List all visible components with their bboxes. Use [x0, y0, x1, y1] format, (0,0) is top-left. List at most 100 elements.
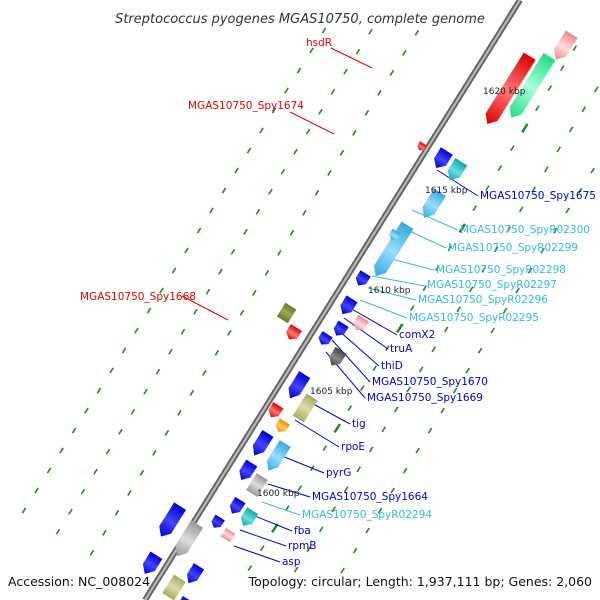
gene-label-spyr02298[interactable]: MGAS10750_SpyR02298: [436, 264, 566, 276]
tick-mark: [360, 385, 365, 392]
leader-line: [289, 111, 335, 135]
gene-spyr02299-b[interactable]: [387, 228, 401, 243]
tick-mark: [46, 467, 52, 474]
tick-mark: [68, 508, 73, 515]
tick-mark: [259, 127, 264, 134]
gene-pyrG[interactable]: [246, 473, 268, 497]
gene-rpoE[interactable]: [263, 440, 291, 474]
gene-label-spyr02300[interactable]: MGAS10750_SpyR02300: [460, 224, 590, 236]
gene-orange[interactable]: [273, 418, 290, 435]
tick-mark: [306, 546, 311, 553]
gene-fba[interactable]: [220, 527, 236, 543]
tick-mark: [143, 388, 148, 395]
gene-comX2[interactable]: [351, 314, 370, 334]
gene-bottom-blue[interactable]: [139, 551, 163, 578]
gene-fba-small[interactable]: [209, 514, 225, 531]
gene-spy1670[interactable]: [326, 346, 347, 369]
gene-spy1668[interactable]: [276, 302, 297, 324]
gene-pyrG-a[interactable]: [236, 459, 258, 484]
gene-asp-b[interactable]: [183, 563, 205, 586]
tick-mark: [458, 223, 467, 234]
tick-mark: [218, 268, 223, 275]
tick-mark: [368, 28, 373, 35]
gene-label-spyr02294[interactable]: MGAS10750_SpyR02294: [302, 509, 432, 521]
gene-label-hsdR[interactable]: hsdR: [306, 37, 332, 49]
leader-line: [261, 501, 301, 516]
gene-hsdR[interactable]: [505, 52, 556, 121]
gene-thiD[interactable]: [316, 331, 333, 348]
tick-mark: [105, 448, 111, 455]
gene-bottom-khaki[interactable]: [162, 574, 186, 600]
tick-mark: [540, 247, 545, 254]
gene-label-spy1670[interactable]: MGAS10750_Spy1670: [372, 376, 488, 388]
gene-tig[interactable]: [249, 430, 274, 459]
gene-tig-khaki[interactable]: [292, 393, 318, 423]
leader-line: [239, 529, 287, 547]
gene-spy1664[interactable]: [227, 496, 246, 517]
tick-mark: [230, 248, 236, 255]
gene-bottom-small[interactable]: [176, 595, 194, 600]
tick-mark: [331, 506, 336, 513]
gene-label-truA[interactable]: truA: [390, 343, 413, 355]
gene-spyr02298[interactable]: [353, 270, 371, 288]
gene-hsdR-adjacent[interactable]: [481, 52, 536, 127]
gene-spy1675-a[interactable]: [430, 147, 453, 171]
gene-label-comX2[interactable]: comX2: [399, 329, 435, 341]
gene-label-rpmB[interactable]: rpmB: [288, 540, 316, 552]
tick-mark: [390, 487, 395, 494]
tick-mark: [356, 466, 361, 473]
tick-mark: [89, 549, 95, 556]
gene-label-spy1669[interactable]: MGAS10750_Spy1669: [367, 392, 483, 404]
gene-red-small[interactable]: [266, 402, 284, 420]
gene-spyr02299[interactable]: [370, 221, 414, 280]
tick-mark: [581, 106, 586, 113]
tick-mark: [435, 265, 440, 272]
scale-labels: 1620 kbp 1615 kbp 1610 kbp 1605 kbp 1600…: [257, 87, 526, 499]
tick-mark: [452, 387, 458, 394]
gene-spyr02296[interactable]: [337, 295, 358, 317]
gene-label-pyrG[interactable]: pyrG: [326, 467, 351, 479]
gene-label-spyr02297[interactable]: MGAS10750_SpyR02297: [427, 279, 557, 291]
gene-label-tig[interactable]: tig: [352, 418, 366, 430]
gene-spyr02294[interactable]: [238, 507, 259, 529]
tick-mark: [543, 166, 549, 173]
tick-mark: [490, 327, 495, 334]
gene-label-fba[interactable]: fba: [294, 525, 311, 537]
gene-label-spyr02299[interactable]: MGAS10750_SpyR02299: [448, 242, 578, 254]
gene-spy1674[interactable]: [416, 141, 427, 152]
gene-label-thiD[interactable]: thiD: [381, 360, 403, 372]
gene-label-spyr02295[interactable]: MGAS10750_SpyR02295: [409, 312, 539, 324]
tick-mark: [264, 269, 270, 276]
tick-mark: [309, 47, 314, 54]
gene-spy1669[interactable]: [284, 371, 311, 402]
scale-label-1605: 1605 kbp: [310, 387, 353, 397]
gene-top-pink[interactable]: [550, 30, 578, 63]
tick-mark: [340, 567, 345, 574]
tick-mark: [114, 509, 120, 516]
gene-label-spy1675[interactable]: MGAS10750_Spy1675: [480, 190, 596, 202]
gene-label-rpoE[interactable]: rpoE: [341, 441, 365, 453]
tick-mark: [364, 109, 370, 116]
gene-rpmB[interactable]: [155, 502, 186, 540]
gene-label-spy1674[interactable]: MGAS10750_Spy1674: [188, 100, 304, 112]
leader-line: [367, 287, 417, 301]
gene-asp[interactable]: [171, 520, 204, 560]
leader-line: [294, 419, 340, 448]
gene-label-spy1664[interactable]: MGAS10750_Spy1664: [312, 491, 428, 503]
gene-spy1675[interactable]: [444, 158, 468, 184]
tick-mark: [352, 547, 358, 554]
tick-mark: [593, 86, 599, 93]
gene-truA[interactable]: [331, 320, 349, 339]
gene-label-asp[interactable]: asp: [282, 556, 301, 568]
tick-mark: [180, 328, 186, 335]
tick-mark: [196, 227, 202, 234]
gene-label-spy1668[interactable]: MGAS10750_Spy1668: [80, 291, 196, 303]
gene-label-spyr02296[interactable]: MGAS10750_SpyR02296: [418, 294, 548, 306]
gene-spy1668-b[interactable]: [283, 324, 302, 343]
tick-mark: [127, 489, 132, 496]
leader-line: [359, 299, 408, 319]
tick-mark: [443, 326, 449, 333]
tick-mark: [393, 406, 399, 413]
gene-spyr02300[interactable]: [418, 188, 446, 222]
